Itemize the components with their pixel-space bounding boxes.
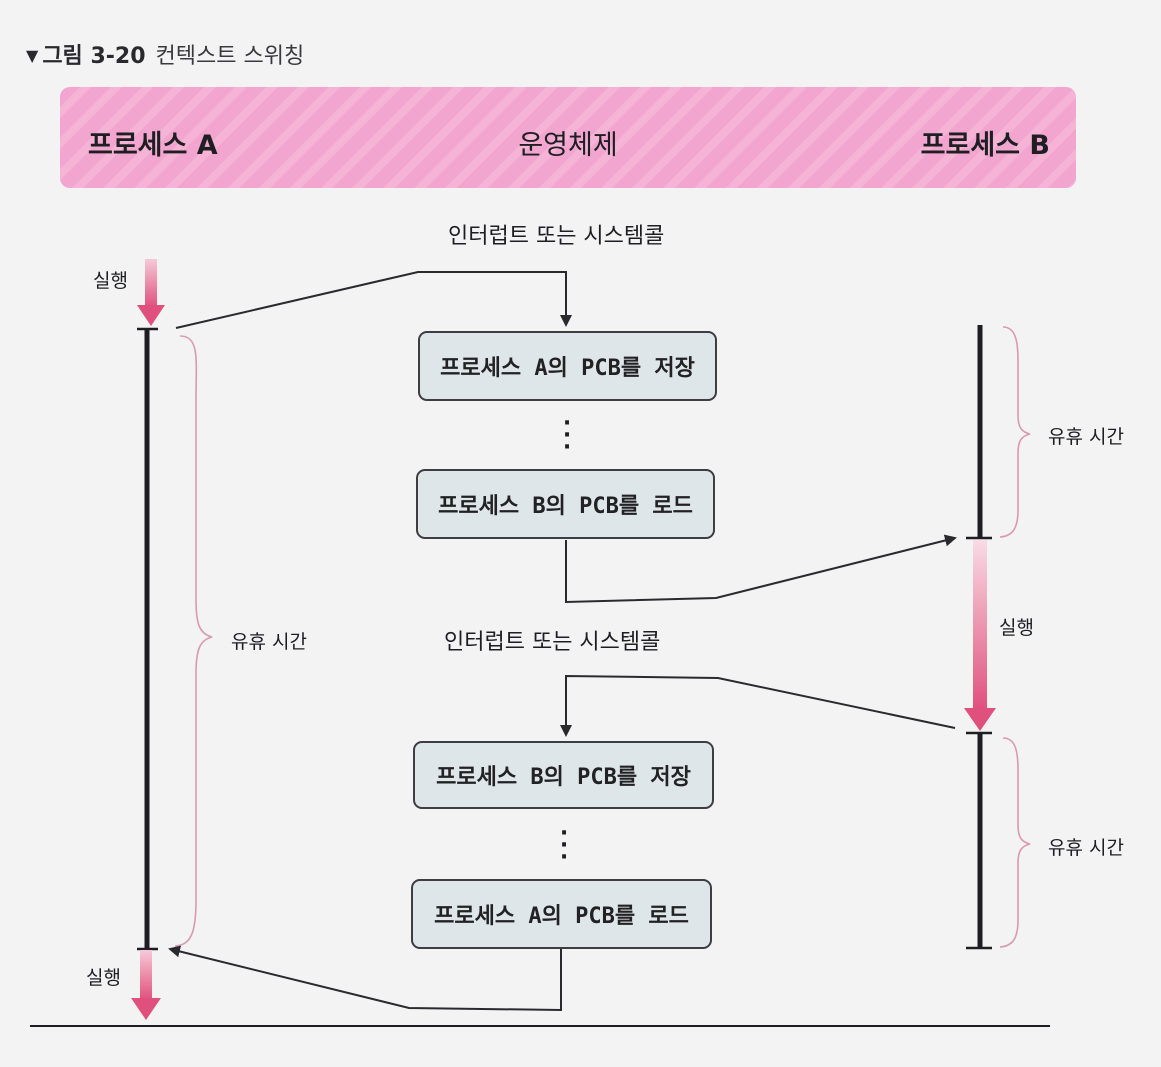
trigger-label-mid: 인터럽트 또는 시스템콜 <box>444 630 661 655</box>
process-a-header: 프로세스 A <box>88 130 218 161</box>
run-arrow-b <box>964 540 996 731</box>
os-header: 운영체제 <box>518 130 618 161</box>
run-label-a-bottom: 실행 <box>86 967 121 989</box>
process-b-header: 프로세스 B <box>920 130 1050 161</box>
figure-caption: ▼그림 3-20 컨텍스트 스위칭 <box>26 38 304 70</box>
run-label-b: 실행 <box>999 617 1034 639</box>
idle-brace-b-top <box>999 326 1031 538</box>
header-banner: 프로세스 A 운영체제 프로세스 B <box>60 87 1076 188</box>
arrow-load-b-to-b <box>565 534 957 604</box>
run-label-a-top: 실행 <box>93 270 128 292</box>
arrow-load-a-to-a <box>168 945 562 1012</box>
run-arrow-a-bottom <box>131 950 161 1020</box>
save-pcb-a-box: 프로세스 A의 PCB를 저장 <box>418 331 717 401</box>
load-pcb-b-box: 프로세스 B의 PCB를 로드 <box>416 469 715 539</box>
ellipsis-dots-bottom: ··· <box>559 821 569 870</box>
run-arrow-a-top <box>137 259 165 326</box>
triangle-down-icon: ▼ <box>26 46 39 65</box>
idle-label-a: 유휴 시간 <box>231 631 307 653</box>
arrow-a-to-save-a <box>175 271 572 329</box>
idle-brace-b-bottom <box>999 737 1031 948</box>
ellipsis-dots-top: ··· <box>562 411 572 460</box>
idle-brace-a <box>174 335 213 947</box>
save-pcb-b-box: 프로세스 B의 PCB를 저장 <box>413 741 714 809</box>
idle-label-b-bottom: 유휴 시간 <box>1048 837 1124 859</box>
figure-title: 컨텍스트 스위칭 <box>155 44 305 69</box>
figure-number: 그림 3-20 <box>42 44 146 69</box>
idle-label-b-top: 유휴 시간 <box>1048 426 1124 448</box>
load-pcb-a-box: 프로세스 A의 PCB를 로드 <box>411 879 712 949</box>
arrow-b-to-save-b <box>560 674 956 737</box>
trigger-label-top: 인터럽트 또는 시스템콜 <box>448 224 665 249</box>
